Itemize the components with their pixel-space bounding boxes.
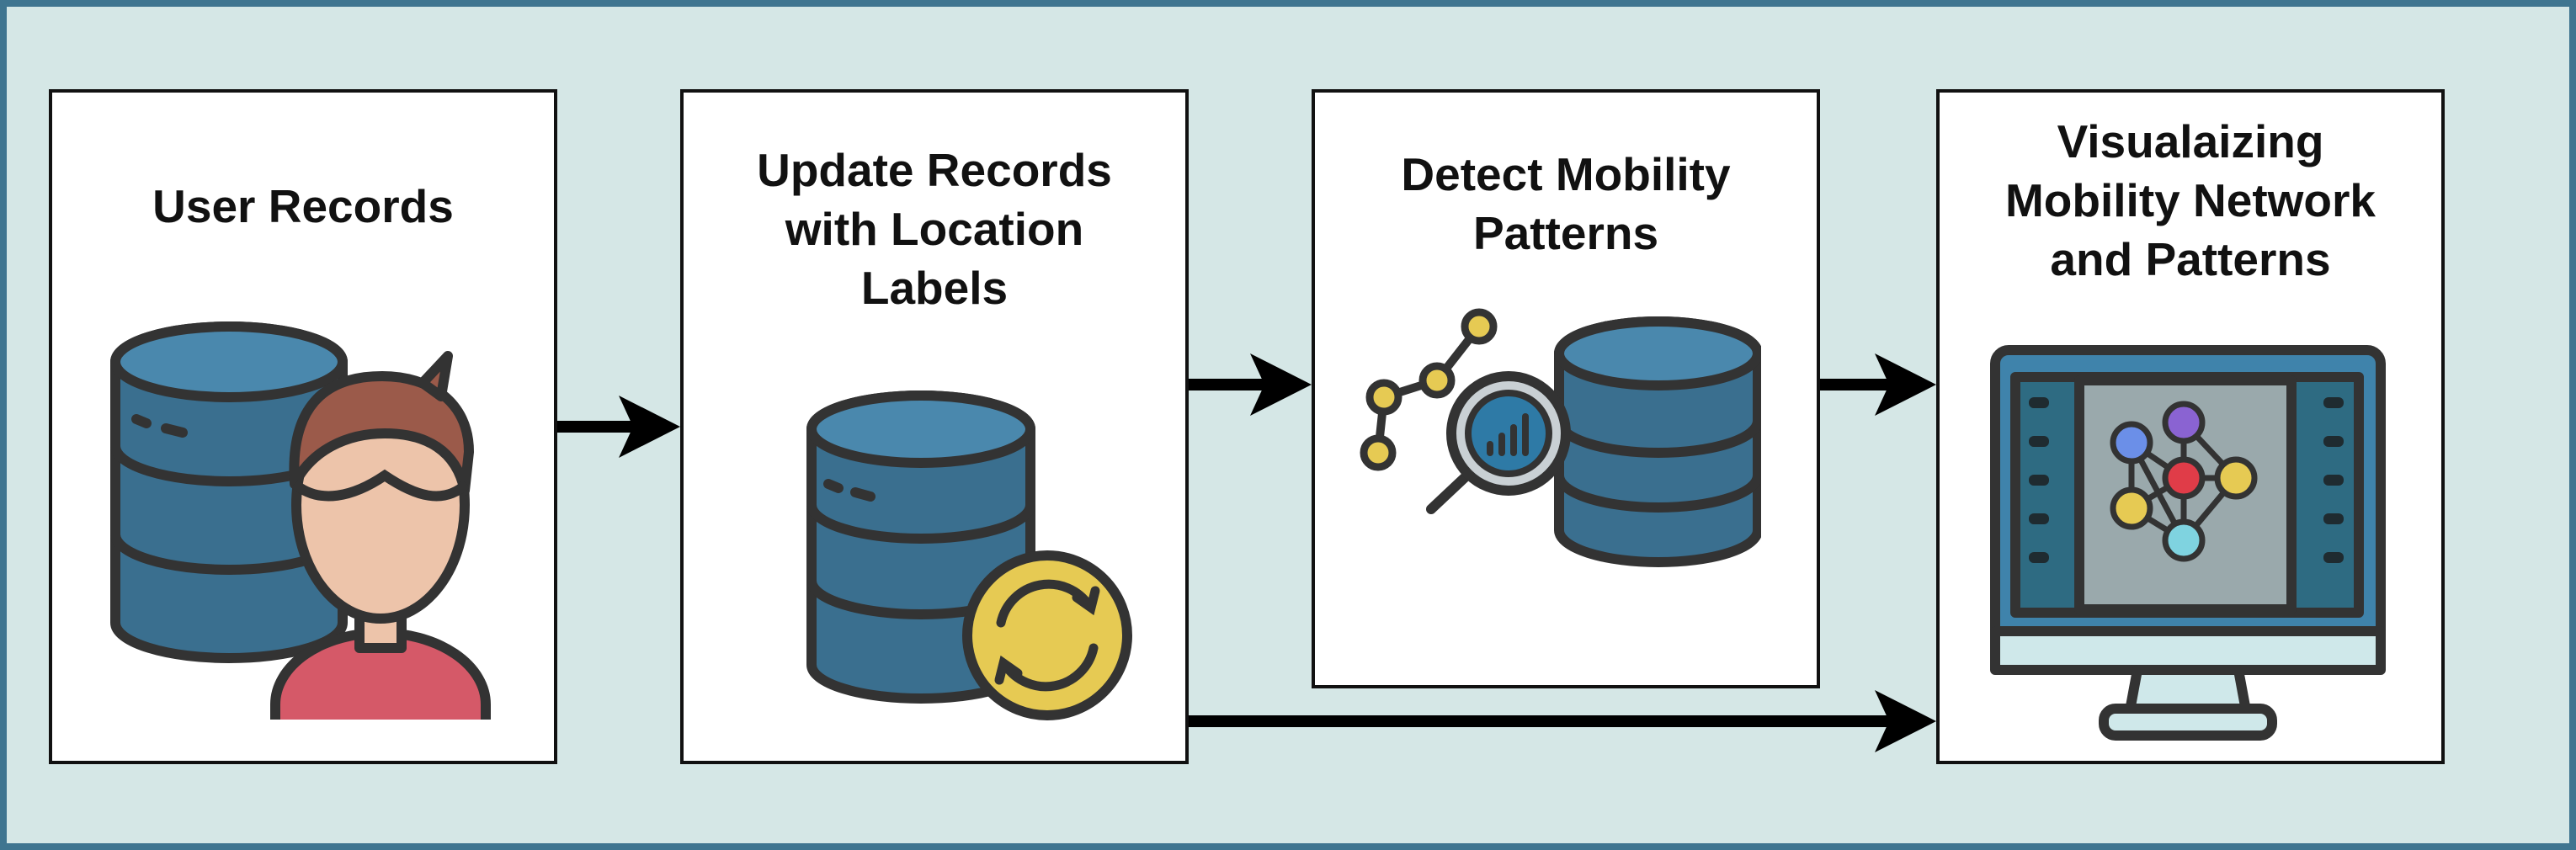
step-title: User Records — [152, 180, 454, 232]
step-detect-patterns: Detect Mobility Patterns — [1312, 89, 1820, 688]
monitor-network-icon — [1990, 345, 2386, 741]
flow-arrows — [554, 353, 1936, 752]
database-analytics-icon — [1360, 308, 1761, 567]
database-user-icon — [110, 321, 491, 720]
step-user-records: User Records — [49, 89, 557, 764]
step-title: Detect Mobility Patterns — [1401, 148, 1731, 259]
step-title: Visualaizing Mobility Network and Patter… — [2004, 115, 2376, 285]
database-sync-icon — [806, 390, 1132, 720]
step-visualize-network: Visualaizing Mobility Network and Patter… — [1936, 89, 2445, 764]
step-update-records: Update Records with Location Labels — [680, 89, 1189, 764]
step-title: Update Records with Location Labels — [757, 144, 1112, 314]
